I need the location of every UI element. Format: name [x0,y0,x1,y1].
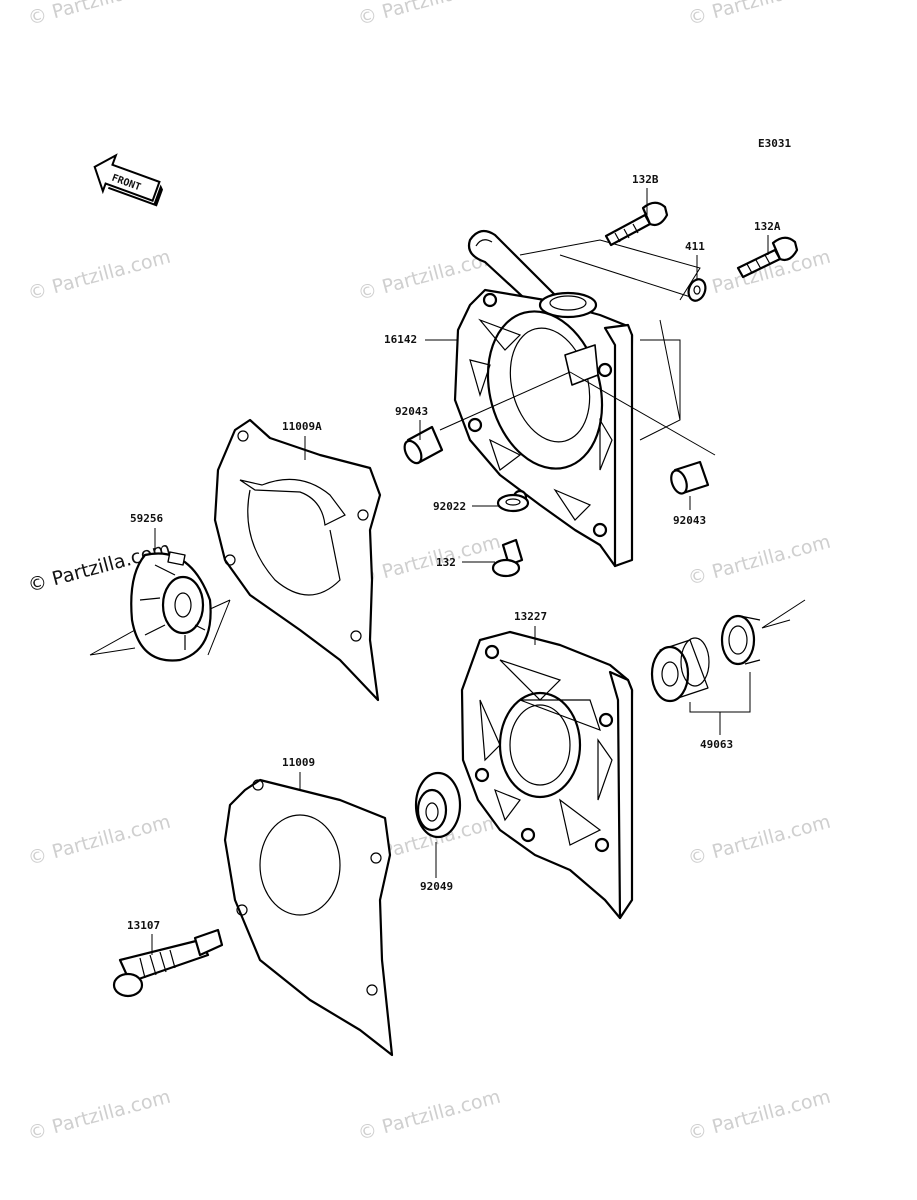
watermark: © Partzilla.com [686,1086,833,1145]
callout-16142: 16142 [384,333,417,346]
bolt-132B [604,201,669,247]
washer-92022 [496,493,530,513]
dowel-pin-92043-right [670,460,710,495]
watermark: © Partzilla.com [26,1086,173,1145]
watermark: © Partzilla.com [356,0,503,30]
reference-line [761,599,806,629]
callout-92049: 92049 [420,880,453,893]
callout-132B: 132B [632,173,659,186]
watermark: © Partzilla.com [686,531,833,590]
watermark: © Partzilla.com [26,0,173,30]
watermark: © Partzilla.com [686,246,833,305]
callout-132A: 132A [754,220,781,233]
watermark: © Partzilla.com [26,246,173,305]
washer-411 [687,278,707,302]
callouts: 132B 132A 411 16142 92043 11009A 92022 9… [127,173,781,955]
callout-92043-left: 92043 [395,405,428,418]
watermark: © Partzilla.com [686,0,833,30]
housing-13227 [460,630,634,920]
callout-11009: 11009 [282,756,315,769]
callout-49063: 49063 [700,738,733,751]
oil-seal-49063-b [720,614,761,666]
bearing-92049 [414,771,462,839]
callout-11009A: 11009A [282,420,322,433]
callout-132: 132 [436,556,456,569]
callout-411: 411 [685,240,705,253]
gasket-11009A [213,418,382,702]
callout-92043-right: 92043 [673,514,706,527]
diagram-code: E3031 [758,137,791,150]
dowel-pin-92043-left [403,425,444,465]
watermark: © Partzilla.com [356,531,503,590]
callout-13107: 13107 [127,919,160,932]
shaft-13107 [112,928,224,998]
gasket-11009 [223,778,394,1057]
watermark: © Partzilla.com [356,1086,503,1145]
oil-seal-49063-a [650,637,710,703]
front-arrow-icon: FRONT [93,153,164,207]
callout-92022: 92022 [433,500,466,513]
pump-cover-16142 [453,229,634,568]
callout-59256: 59256 [130,512,163,525]
bolt-132A [736,236,799,279]
impeller-59256 [89,551,231,662]
bolt-132 [491,538,524,578]
watermark: © Partzilla.com [26,811,173,870]
watermark: © Partzilla.com [686,811,833,870]
callout-13227: 13227 [514,610,547,623]
